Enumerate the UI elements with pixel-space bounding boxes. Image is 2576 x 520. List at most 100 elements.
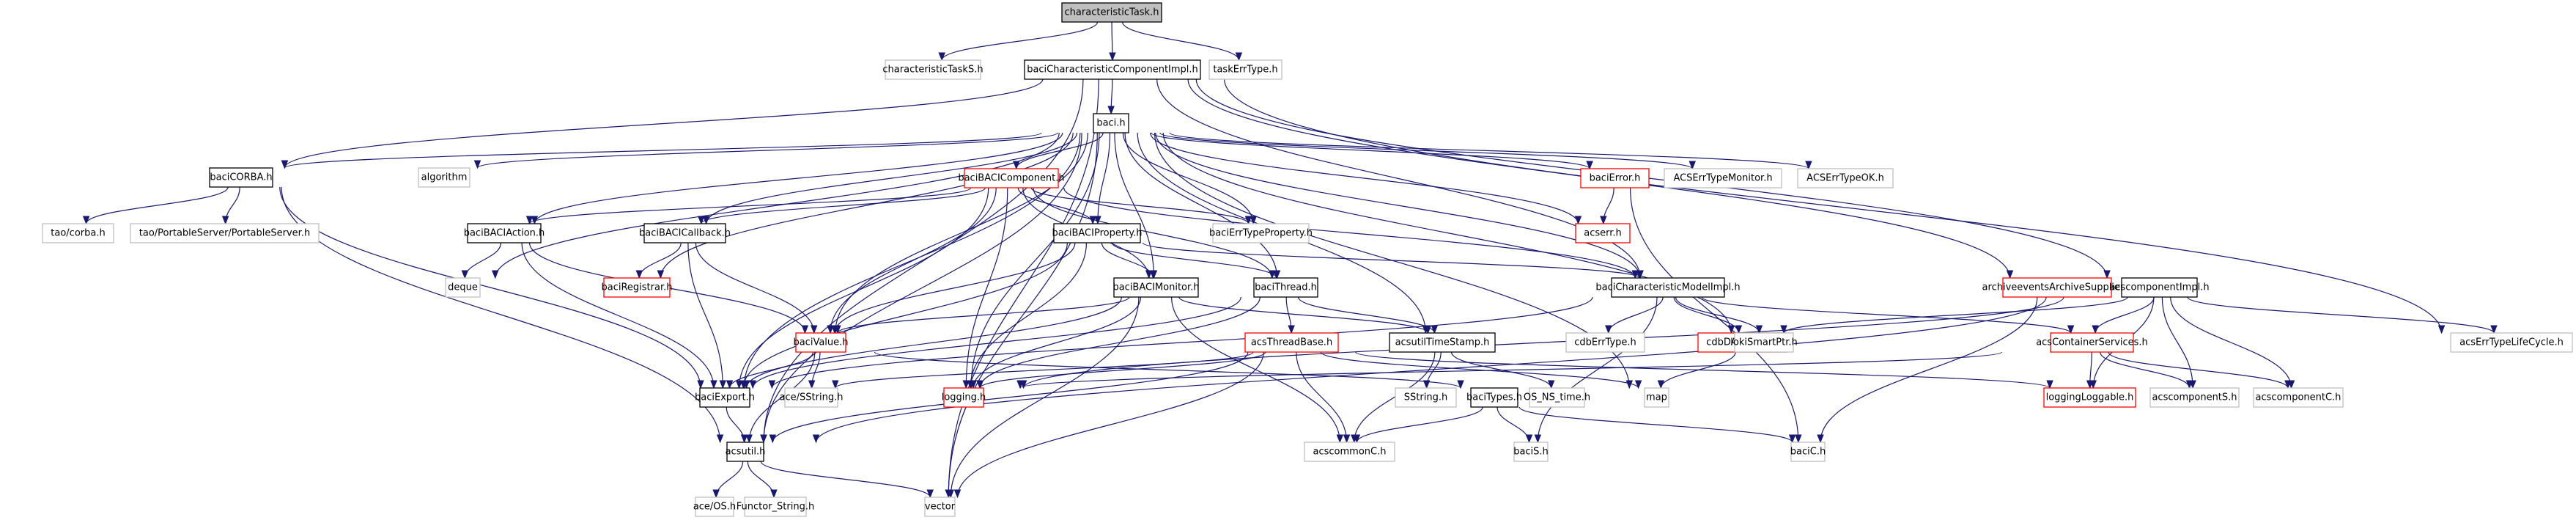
node-functor-string[interactable]: Functor_String.h [737, 497, 814, 517]
node-baci-value[interactable]: baciValue.h [793, 332, 849, 353]
edge-baci-baciproperty-to-baci-export [742, 242, 1068, 389]
arrowhead-icon [473, 160, 481, 169]
arrowhead-icon [698, 216, 705, 225]
node-ace-os[interactable]: ace/OS.h [693, 497, 736, 517]
edge-acscomponent-impl-to-loki-smart-ptr [1783, 296, 2128, 334]
arrowhead-icon [1817, 434, 1824, 444]
node-label: acsutil.h [726, 447, 766, 458]
node-baci-error[interactable]: baciError.h [1580, 168, 1650, 188]
node-vector[interactable]: vector [924, 497, 956, 517]
node-tao-portable-server[interactable]: tao/PortableServer/PortableServer.h [130, 223, 320, 243]
node-characteristic-task[interactable]: characteristicTask.h [1061, 2, 1162, 23]
edge-baci-bacicallback-to-baci-value [695, 242, 815, 334]
node-label: logging.h [942, 392, 986, 403]
node-box [2043, 387, 2136, 408]
node-sstring[interactable]: SString.h [1395, 387, 1457, 408]
node-label: baciExport.h [695, 392, 755, 403]
edge-baci-thread-to-baci-export [752, 296, 1241, 389]
node-baci-baciproperty[interactable]: baciBACIProperty.h [1052, 223, 1143, 243]
node-baci-baciaction[interactable]: baciBACIAction.h [464, 223, 545, 243]
edge-baci-to-acserr [1150, 132, 1579, 224]
node-box [726, 442, 764, 462]
edge-baci-characteristic-model-impl-to-baci-s [1537, 296, 1658, 443]
node-acserr[interactable]: acserr.h [1575, 223, 1631, 243]
node-acscomponent-c[interactable]: acscomponentC.h [2253, 387, 2344, 408]
node-box [964, 168, 1059, 188]
node-baci-types[interactable]: baciTypes.h [1466, 387, 1522, 408]
edge-baci-to-baci-corba [284, 132, 1042, 169]
node-label: taskErrType.h [1213, 65, 1277, 76]
node-tao-corba[interactable]: tao/corba.h [42, 223, 114, 243]
arrowhead-icon [635, 270, 643, 279]
node-label: acscommonC.h [1313, 447, 1387, 458]
node-baci-thread[interactable]: baciThread.h [1253, 277, 1318, 298]
arrowhead-icon [82, 216, 90, 225]
node-baci-s[interactable]: baciS.h [1513, 442, 1549, 462]
node-box [695, 497, 734, 517]
node-logging[interactable]: logging.h [942, 387, 986, 408]
node-logging-loggable[interactable]: loggingLoggable.h [2043, 387, 2136, 408]
node-baci-err-type-property[interactable]: baciErrTypeProperty.h [1209, 223, 1313, 243]
node-ace-sstring[interactable]: ace/SString.h [780, 387, 844, 408]
node-box [467, 223, 542, 243]
edge-baci-bacimonitor-to-baci-export [745, 296, 1123, 389]
arrowhead-icon [812, 434, 820, 444]
node-algorithm[interactable]: algorithm [418, 167, 470, 188]
node-deque[interactable]: deque [445, 277, 481, 298]
edge-baci-value-to-acsutil [748, 351, 816, 443]
node-baci-registrar[interactable]: baciRegistrar.h [602, 277, 673, 298]
node-box [130, 223, 320, 243]
node-acs-err-type-life-cycle[interactable]: acsErrTypeLifeCycle.h [2450, 332, 2573, 353]
node-map[interactable]: map [1644, 387, 1669, 408]
edge-baci-characteristic-model-impl-to-acs-container-services [1701, 296, 2072, 334]
node-acscommon-c[interactable]: acscommonC.h [1304, 442, 1395, 462]
arrowhead-icon [1586, 161, 1593, 170]
arrowhead-icon [976, 380, 984, 389]
edge-baci-bacicomponent-to-logging [965, 187, 1008, 389]
graph-nodes: characteristicTask.h characteristicTaskS.… [42, 2, 2573, 517]
node-acserr-type-monitor[interactable]: ACSErrTypeMonitor.h [1664, 168, 1782, 188]
arrowhead-icon [1780, 325, 1787, 334]
edge-baci-characteristic-component-impl-to-acscomponent-impl [1195, 78, 2108, 279]
edge-baci-to-baci-baciaction [534, 132, 1063, 224]
edge-cdb-daonode-to-map [1660, 351, 1736, 389]
edge-baci-to-baci-baciproperty [1097, 132, 1111, 224]
arrowhead-icon [281, 160, 289, 169]
node-box [2253, 387, 2344, 408]
arrowhead-icon [697, 380, 704, 389]
node-baci-corba[interactable]: baciCORBA.h [209, 167, 273, 188]
node-box [1734, 332, 1794, 353]
node-baci[interactable]: baci.h [1093, 113, 1129, 133]
node-baci-characteristic-model-impl[interactable]: baciCharacteristicModelImpl.h [1595, 277, 1741, 298]
node-baci-bacicomponent[interactable]: baciBACIComponent.h [958, 168, 1065, 188]
node-cdb-err-type[interactable]: cdbErrType.h [1565, 332, 1645, 353]
node-acs-container-services[interactable]: acsContainerServices.h [2036, 332, 2148, 353]
node-baci-export[interactable]: baciExport.h [695, 387, 755, 408]
node-acserr-type-ok[interactable]: ACSErrTypeOK.h [1797, 168, 1894, 188]
edge-baci-bacicomponent-to-baci-thread [1033, 187, 1273, 279]
node-baci-characteristic-component-impl[interactable]: baciCharacteristicComponentImpl.h [1024, 59, 1201, 80]
node-baci-c[interactable]: baciC.h [1790, 442, 1826, 462]
node-os-ns-time[interactable]: OS_NS_time.h [1524, 387, 1590, 408]
node-acs-thread-base[interactable]: acsThreadBase.h [1244, 332, 1339, 353]
node-acscomponent-s[interactable]: acscomponentS.h [2149, 387, 2240, 408]
node-label: baciValue.h [793, 337, 848, 348]
arrowhead-icon [1422, 380, 1431, 389]
node-archiveevents-archive-supplier[interactable]: archiveeventsArchiveSupplier.h [1982, 277, 2133, 298]
node-task-err-type[interactable]: taskErrType.h [1208, 59, 1283, 80]
node-acsutil-time-stamp[interactable]: acsutilTimeStamp.h [1389, 332, 1496, 353]
node-loki-smart-ptr[interactable]: lokiSmartPtr.h [1730, 332, 1798, 353]
arrowhead-icon [2089, 380, 2097, 389]
arrowhead-icon [1735, 325, 1743, 334]
edge-baci-corba-to-tao-corba [86, 186, 229, 224]
node-baci-bacicallback[interactable]: baciBACICallback.h [639, 223, 731, 243]
graph-edges [82, 21, 2498, 499]
node-characteristic-task-s[interactable]: characteristicTaskS.h [882, 59, 983, 80]
arrowhead-icon [834, 325, 841, 334]
node-label: ace/OS.h [693, 502, 736, 513]
node-baci-bacimonitor[interactable]: baciBACIMonitor.h [1112, 277, 1200, 298]
edge-baci-baciproperty-to-baci-value [834, 242, 1076, 334]
node-box [1790, 442, 1826, 462]
node-acscomponent-impl[interactable]: acscomponentImpl.h [2109, 277, 2210, 298]
node-acsutil[interactable]: acsutil.h [726, 442, 766, 462]
